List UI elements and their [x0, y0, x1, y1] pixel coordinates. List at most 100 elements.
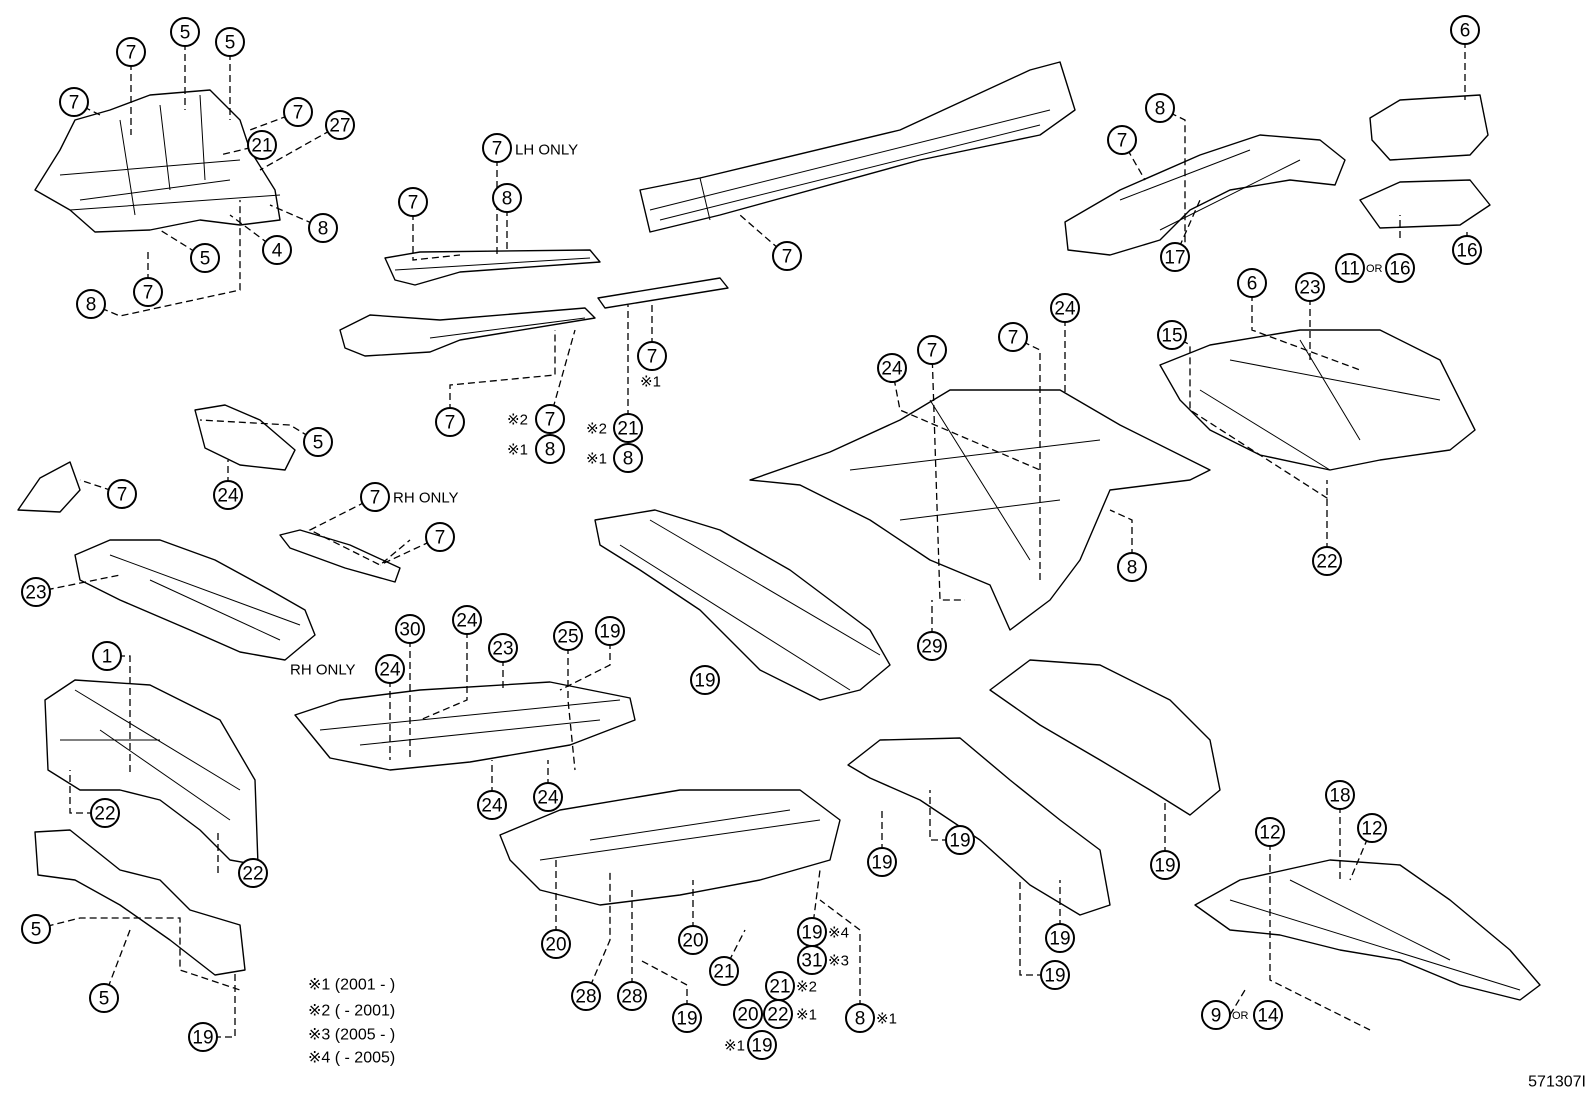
- svg-text:※4: ※4: [828, 925, 849, 942]
- svg-text:29: 29: [921, 637, 942, 658]
- svg-text:4: 4: [272, 241, 283, 262]
- callout-34: 7 RH ONLY: [360, 482, 459, 512]
- callout-51: 19: [595, 616, 625, 646]
- svg-text:※2: ※2: [586, 421, 607, 438]
- svg-text:※1: ※1: [586, 451, 607, 468]
- svg-text:28: 28: [621, 987, 642, 1008]
- part-cowl-brace: [279, 529, 401, 583]
- svg-text:5: 5: [31, 920, 42, 941]
- svg-text:16: 16: [1456, 241, 1477, 262]
- part-rear-suspension-member: [1194, 859, 1541, 1001]
- svg-text:24: 24: [456, 611, 478, 632]
- callout-28: 16: [1385, 253, 1415, 283]
- callout-15: 8: [492, 183, 522, 213]
- svg-text:7: 7: [408, 193, 419, 214]
- callout-16: 7: [772, 241, 802, 271]
- callout-73: 19 ※1: [724, 1030, 777, 1060]
- svg-text:19: 19: [949, 831, 970, 852]
- callout-46: 1: [92, 641, 122, 671]
- svg-text:19: 19: [871, 853, 892, 874]
- part-rear-floor-side-member-rh: [989, 659, 1221, 816]
- svg-text:8: 8: [502, 189, 513, 210]
- svg-text:※1: ※1: [724, 1038, 745, 1055]
- footnote-1: ※1 (2001 - ): [308, 977, 395, 994]
- callout-12: 8: [76, 289, 106, 319]
- svg-text:7: 7: [445, 413, 456, 434]
- svg-text:5: 5: [200, 249, 211, 270]
- svg-text:8: 8: [86, 295, 97, 316]
- svg-text:7: 7: [370, 488, 381, 509]
- callout-21: 21 ※2: [586, 413, 643, 443]
- callout-7: 27: [325, 110, 355, 140]
- leader-lines: [35, 30, 1468, 1038]
- svg-text:23: 23: [25, 583, 46, 604]
- svg-text:8: 8: [623, 449, 634, 470]
- svg-text:31: 31: [801, 951, 822, 972]
- callout-33: 23: [21, 577, 51, 607]
- callout-31: 24: [213, 480, 243, 510]
- callout-58: 5: [21, 914, 51, 944]
- callout-70: 20: [733, 999, 763, 1029]
- part-rocker-inner-front: [339, 307, 596, 357]
- svg-text:19: 19: [1044, 966, 1065, 987]
- callout-30: 5: [303, 427, 333, 457]
- callout-79: 12: [1255, 817, 1285, 847]
- callout-65: 19: [672, 1003, 702, 1033]
- callout-2: 5: [170, 17, 200, 47]
- part-small-bracket-lh: [17, 461, 81, 513]
- callout-47: 30: [395, 614, 425, 644]
- part-rear-panel-lower: [1359, 179, 1491, 229]
- callout-52: 24 RH ONLY: [290, 654, 405, 684]
- svg-text:OR: OR: [1366, 263, 1383, 275]
- callout-27: 11 OR: [1335, 253, 1383, 283]
- callout-38: 7: [998, 322, 1028, 352]
- footnote-4: ※4 ( - 2005): [308, 1050, 395, 1067]
- svg-text:24: 24: [217, 486, 239, 507]
- part-dash-panel: [44, 679, 259, 866]
- svg-text:8: 8: [1127, 558, 1138, 579]
- callout-54: 22: [90, 798, 120, 828]
- callout-71: 22 ※1: [763, 999, 817, 1029]
- svg-text:20: 20: [737, 1005, 758, 1026]
- part-dash-lower-cross-member: [34, 829, 246, 976]
- svg-text:8: 8: [545, 440, 556, 461]
- callout-40: 6: [1237, 268, 1267, 298]
- svg-text:5: 5: [225, 33, 236, 54]
- callout-19: 7 ※2: [507, 404, 565, 434]
- callout-25: 17: [1160, 242, 1190, 272]
- svg-text:7: 7: [143, 283, 154, 304]
- part-front-floor-side-member: [594, 509, 891, 701]
- svg-text:16: 16: [1389, 259, 1410, 280]
- svg-text:7: 7: [647, 347, 658, 368]
- svg-text:22: 22: [242, 864, 263, 885]
- footnote-3: ※3 (2005 - ): [308, 1027, 395, 1044]
- svg-text:20: 20: [545, 935, 566, 956]
- svg-text:22: 22: [767, 1005, 788, 1026]
- svg-text:※2: ※2: [507, 412, 528, 429]
- svg-text:7: 7: [126, 43, 137, 64]
- callout-13: 7 LH ONLY: [482, 133, 578, 163]
- callout-37: 7: [917, 335, 947, 365]
- svg-text:5: 5: [313, 433, 324, 454]
- callout-77: 19: [1040, 960, 1070, 990]
- footnote-2: ※2 ( - 2001): [308, 1003, 395, 1020]
- callout-75: 19: [945, 825, 975, 855]
- callout-61: 20: [541, 929, 571, 959]
- svg-text:※1: ※1: [640, 374, 661, 391]
- svg-text:12: 12: [1259, 823, 1280, 844]
- part-front-floor-pan: [294, 681, 636, 771]
- part-rear-panel-upper: [1369, 94, 1489, 161]
- svg-text:7: 7: [69, 93, 80, 114]
- svg-text:7: 7: [1008, 328, 1019, 349]
- callout-22: 8 ※1: [586, 443, 643, 473]
- svg-text:23: 23: [1299, 278, 1320, 299]
- callout-41: 23: [1295, 272, 1325, 302]
- callout-45: 29: [917, 631, 947, 661]
- svg-text:24: 24: [481, 796, 503, 817]
- svg-text:19: 19: [1049, 929, 1070, 950]
- svg-text:7: 7: [927, 341, 938, 362]
- callout-32: 7: [107, 479, 137, 509]
- footnote-legend: ※1 (2001 - ) ※2 ( - 2001) ※3 (2005 - ) ※…: [308, 977, 395, 1067]
- callout-39: 24: [1050, 293, 1080, 323]
- callout-57: 24: [533, 782, 563, 812]
